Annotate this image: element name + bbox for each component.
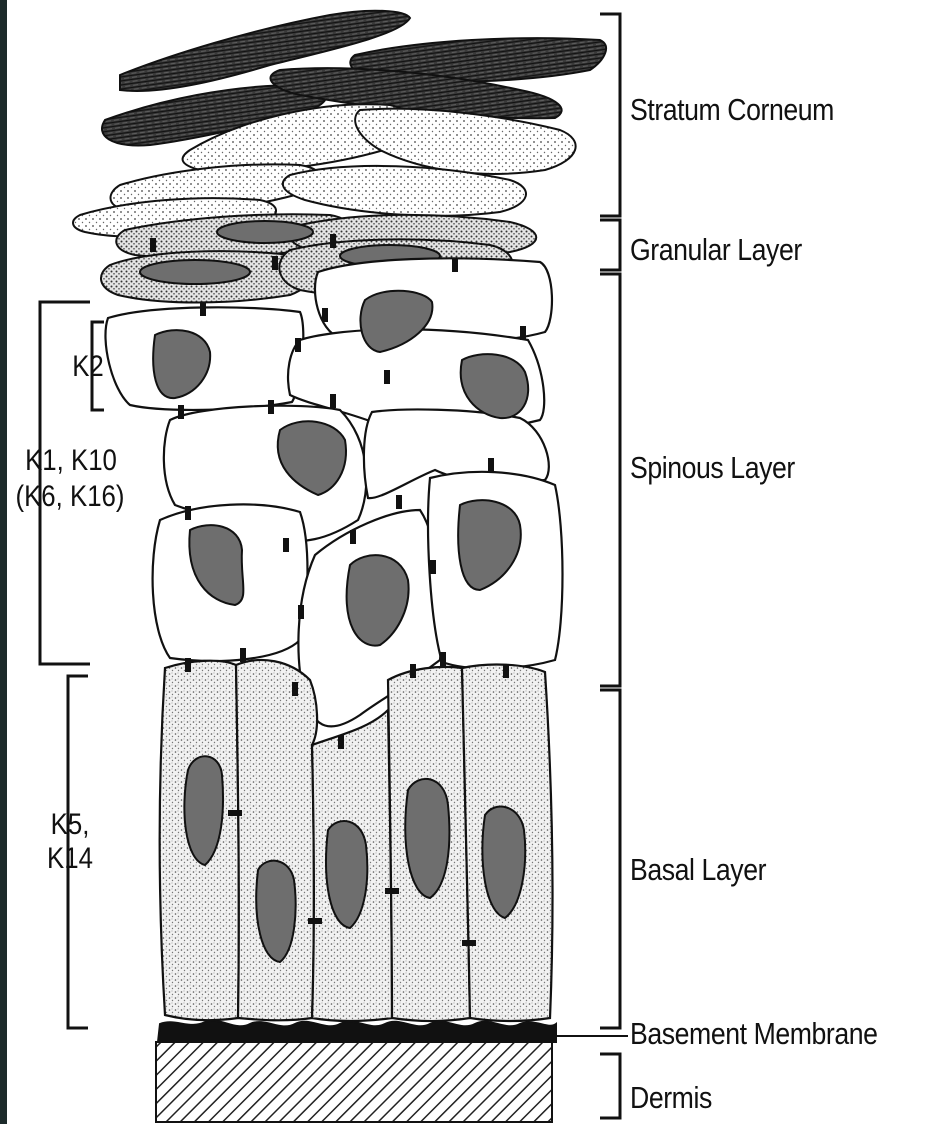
bracket-dermis [600, 1054, 620, 1118]
nucleus [140, 260, 250, 284]
label-k5: K5, [42, 808, 97, 842]
bracket-spinous [600, 274, 620, 686]
basement-membrane [158, 1021, 556, 1042]
label-k14: K14 [42, 842, 97, 876]
bracket-basal [600, 690, 620, 1028]
nucleus [217, 221, 313, 243]
left-brackets [40, 302, 104, 1028]
label-dermis: Dermis [630, 1080, 712, 1116]
spinous-layer-cells [105, 258, 562, 726]
label-basement-membrane: Basement Membrane [630, 1016, 878, 1052]
label-basal-layer: Basal Layer [630, 852, 766, 888]
label-k6-k16: (K6, K16) [10, 480, 130, 514]
label-stratum-corneum: Stratum Corneum [630, 92, 834, 128]
right-brackets [600, 14, 620, 1118]
basal-cell [236, 660, 317, 1020]
bracket-granular [600, 220, 620, 270]
label-k2: K2 [60, 350, 115, 384]
label-spinous-layer: Spinous Layer [630, 450, 795, 486]
label-granular-layer: Granular Layer [630, 232, 802, 268]
label-k1-k10: K1, K10 [17, 444, 125, 478]
dermis-block [156, 1042, 552, 1122]
